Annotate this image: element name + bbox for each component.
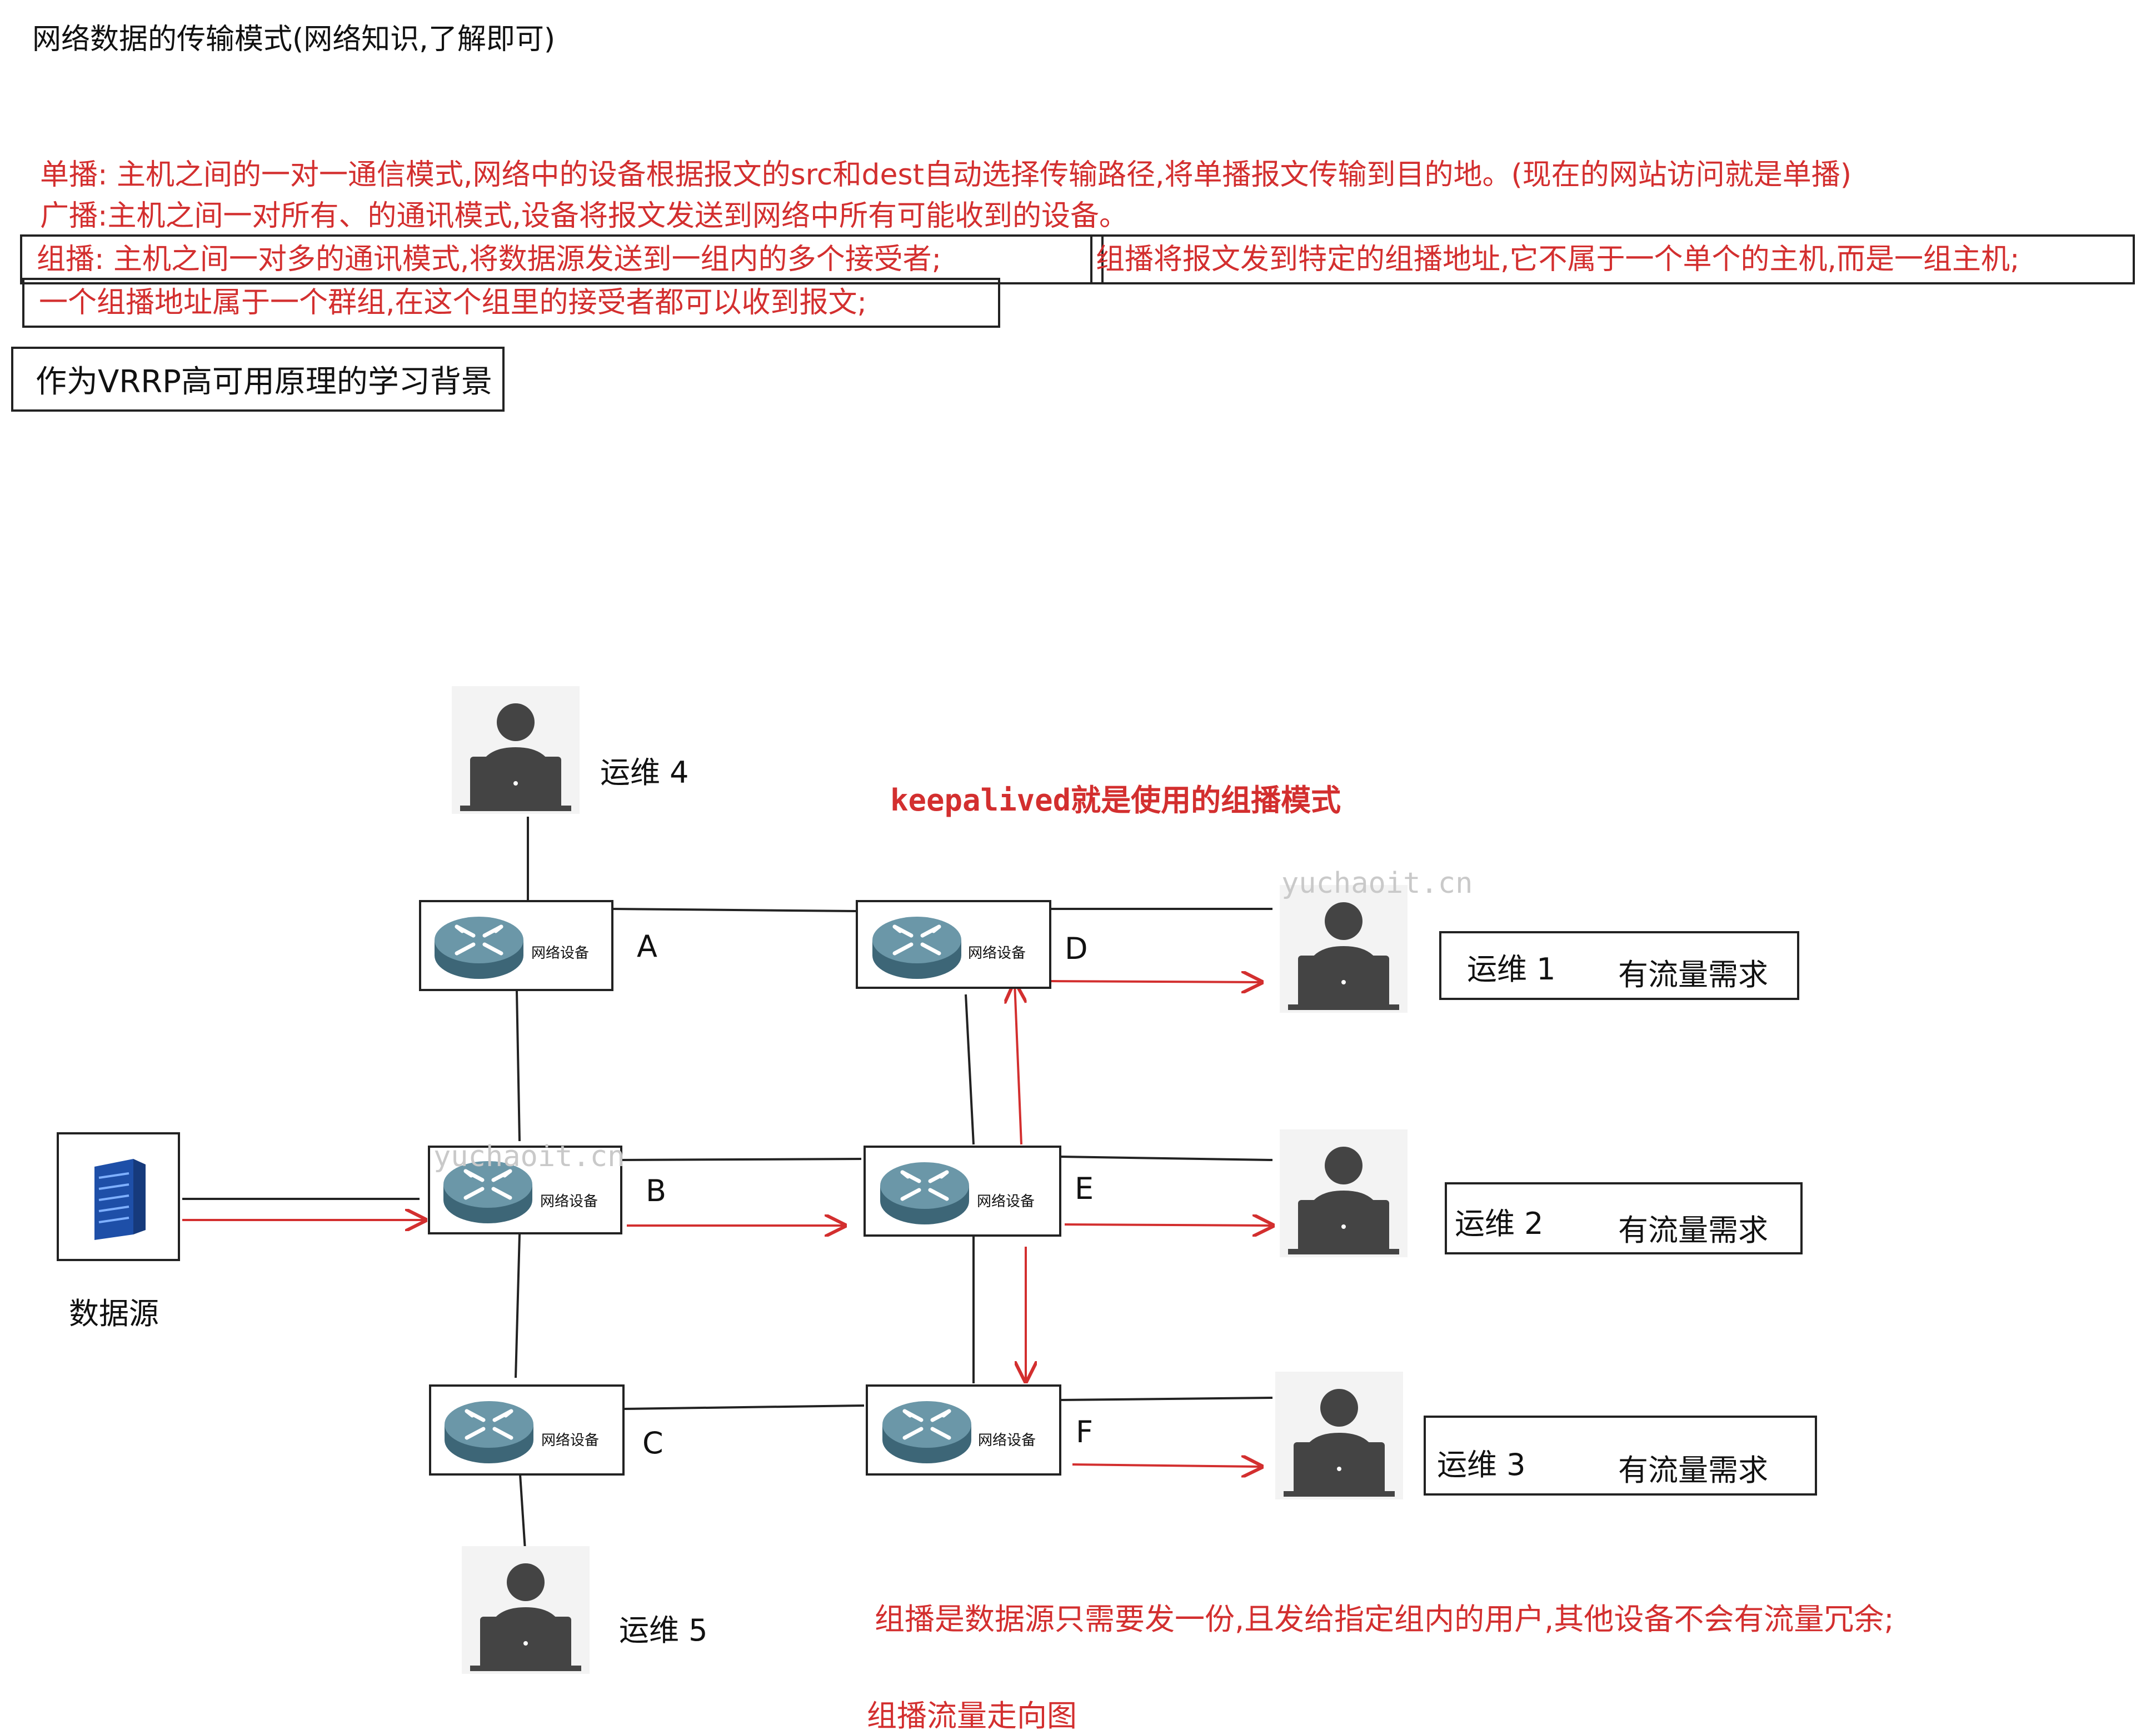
- multicast-group-box: 一个组播地址属于一个群组,在这个组里的接受者都可以收到报文;: [22, 278, 1000, 328]
- device-label-B: 网络设备: [540, 1193, 598, 1210]
- op1-label: 运维 1: [1467, 952, 1556, 987]
- link-D-E: [965, 994, 975, 1145]
- watermark-top: yuchaoit.cn: [1281, 867, 1473, 900]
- unicast-definition: 单播: 主机之间的一对一通信模式,网络中的设备根据报文的src和dest自动选择…: [40, 158, 1852, 192]
- link-C-op5: [519, 1474, 526, 1551]
- person-icon-op2: [1280, 1129, 1408, 1257]
- flow-E-op2: [1064, 1224, 1272, 1226]
- link-F-op3: [1060, 1397, 1273, 1401]
- vrrp-note-box: 作为VRRP高可用原理的学习背景: [11, 347, 505, 412]
- device-label-F: 网络设备: [978, 1432, 1036, 1449]
- op1-traffic-need: 有流量需求: [1618, 957, 1768, 992]
- broadcast-definition: 广播:主机之间一对所有、的通讯模式,设备将报文发送到网络中所有可能收到的设备。: [40, 199, 1129, 233]
- multicast-definition-text: 组播: 主机之间一对多的通讯模式,将数据源发送到一组内的多个接受者;: [37, 243, 942, 276]
- link-A-D: [612, 908, 856, 912]
- diagram-caption: 组播流量走向图: [867, 1698, 1077, 1733]
- topology-links: [182, 817, 1273, 1551]
- op3-label: 运维 3: [1437, 1447, 1526, 1482]
- link-B-E: [621, 1158, 862, 1161]
- multicast-address-box: 组播将报文发到特定的组播地址,它不属于一个单个的主机,而是一组主机;: [1090, 234, 2135, 284]
- page-title: 网络数据的传输模式(网络知识,了解即可): [32, 23, 556, 56]
- multicast-group-text: 一个组播地址属于一个群组,在这个组里的接受者都可以收到报文;: [39, 286, 867, 319]
- multicast-definition-box: 组播: 主机之间一对多的通讯模式,将数据源发送到一组内的多个接受者;: [20, 234, 1104, 284]
- router-D: [856, 900, 1051, 989]
- device-label-C: 网络设备: [541, 1432, 600, 1449]
- multicast-summary: 组播是数据源只需要发一份,且发给指定组内的用户,其他设备不会有流量冗余;: [875, 1602, 1894, 1637]
- link-E-op2: [1060, 1156, 1273, 1161]
- op4-label: 运维 4: [600, 755, 689, 790]
- router-E: [864, 1146, 1061, 1237]
- person-icon-op3: [1275, 1372, 1403, 1499]
- router-A: [419, 900, 613, 991]
- node-label-D: D: [1065, 931, 1088, 966]
- device-label-E: 网络设备: [977, 1193, 1035, 1210]
- device-label-D: 网络设备: [968, 945, 1026, 962]
- node-label-A: A: [637, 929, 657, 964]
- router-B: [428, 1146, 622, 1234]
- op2-box: 运维 2 有流量需求: [1445, 1182, 1803, 1254]
- person-icon-op5: [462, 1546, 590, 1674]
- person-icon-op4: [452, 686, 580, 814]
- link-B-C: [515, 1234, 521, 1378]
- server-icon: [57, 1132, 180, 1261]
- multicast-flow: [182, 981, 1272, 1467]
- op3-box: 运维 3 有流量需求: [1424, 1416, 1817, 1496]
- op2-label: 运维 2: [1455, 1206, 1544, 1241]
- op1-box: 运维 1 有流量需求: [1439, 931, 1799, 1000]
- person-icon-op1: [1280, 885, 1408, 1013]
- node-label-F: F: [1076, 1414, 1094, 1449]
- watermark-mid: yuchaoit.cn: [433, 1140, 625, 1173]
- link-A-B: [516, 991, 521, 1142]
- op3-traffic-need: 有流量需求: [1618, 1453, 1768, 1488]
- flow-F-op3: [1072, 1464, 1261, 1467]
- node-label-B: B: [646, 1173, 667, 1208]
- device-label-A: 网络设备: [531, 945, 590, 962]
- multicast-address-text: 组播将报文发到特定的组播地址,它不属于一个单个的主机,而是一组主机;: [1096, 243, 2020, 276]
- router-C: [429, 1384, 625, 1476]
- node-label-C: C: [642, 1426, 663, 1461]
- data-source-label: 数据源: [69, 1296, 159, 1331]
- op2-traffic-need: 有流量需求: [1618, 1213, 1768, 1248]
- keepalived-note: keepalived就是使用的组播模式: [890, 783, 1341, 818]
- op5-label: 运维 5: [619, 1613, 708, 1648]
- link-C-F: [623, 1404, 865, 1410]
- vrrp-note: 作为VRRP高可用原理的学习背景: [36, 364, 492, 400]
- flow-E-D: [1015, 983, 1021, 1145]
- flow-D-op1: [1051, 981, 1261, 982]
- node-label-E: E: [1075, 1171, 1094, 1206]
- router-F: [866, 1384, 1061, 1476]
